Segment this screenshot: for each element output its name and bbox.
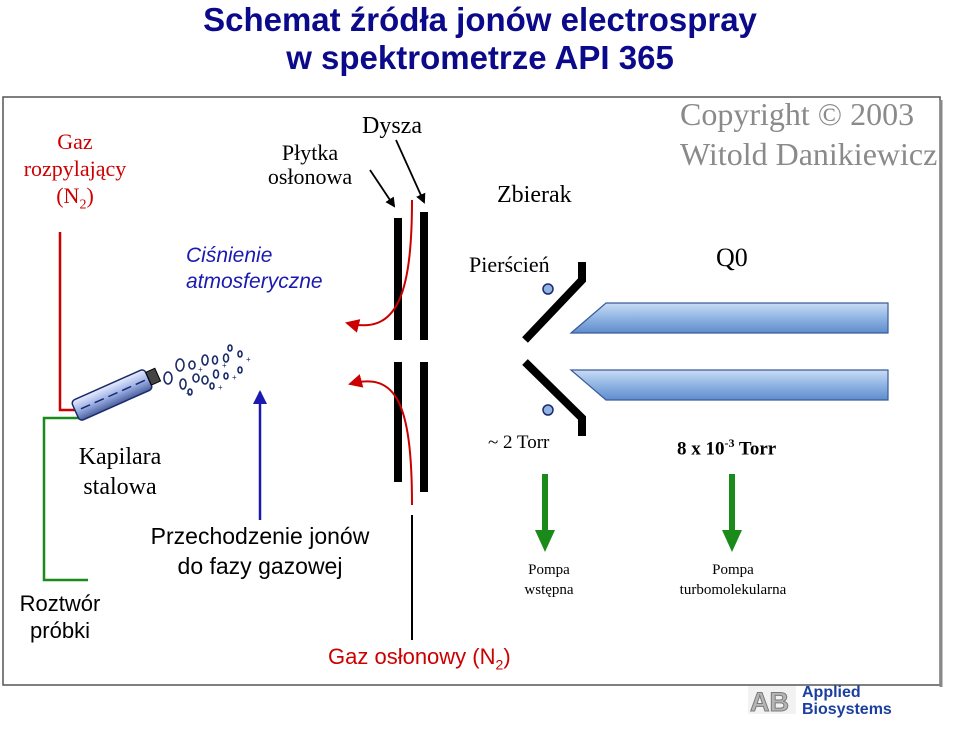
spray-droplets (163, 344, 243, 396)
atmospheric-pressure-label: Ciśnienie atmosferyczne (186, 243, 323, 295)
pressure-q0-torr: 8 x 10-3 Torr (677, 436, 777, 460)
pump-turbo-label: Pompa turbomolekularna (652, 560, 814, 600)
sample-solution-label: Roztwór próbki (5, 590, 115, 644)
q0-rod-lower (569, 369, 889, 401)
pump-turbo-arrowhead (722, 530, 742, 552)
logo-line-2: Biosystems (802, 701, 892, 718)
nozzle-label: Dysza (362, 113, 422, 139)
shield-plate-pointer (369, 169, 396, 208)
spray-ions: + + + + + + (186, 355, 251, 398)
pressure-2-torr: ~ 2 Torr (488, 432, 550, 453)
copyright-line-2: Witold Danikiewicz (680, 136, 938, 172)
copyright-line-1: Copyright © 2003 (680, 96, 915, 132)
atmospheric-pressure-line-2: atmosferyczne (186, 270, 323, 293)
pump-roughing-line-2: wstępna (524, 582, 574, 598)
nebulizer-gas-line-2: rozpylający (23, 156, 127, 181)
pump-roughing-label: Pompa wstępna (490, 560, 608, 600)
pump-roughing-line-1: Pompa (528, 562, 570, 578)
curtain-gas-flow-lower (348, 374, 413, 506)
nebulizer-gas-line-1: Gaz (57, 129, 93, 154)
ring-electrode-upper (542, 283, 554, 295)
sample-line (42, 416, 88, 582)
nebulizer-gas-line (58, 232, 85, 412)
skimmer-label: Zbierak (497, 182, 572, 208)
ab-logo-mark: AB (748, 686, 796, 718)
applied-biosystems-logo: Applied Biosystems (802, 684, 892, 718)
logo-line-1: Applied (802, 684, 861, 701)
shield-plate-line-2: osłonowa (267, 164, 353, 189)
capillary (71, 367, 162, 421)
curtain-gas-flow-upper (345, 199, 413, 333)
skimmer-upper (522, 262, 586, 343)
svg-text:+: + (186, 389, 191, 398)
sample-solution-line-1: Roztwór (19, 591, 101, 616)
svg-text:+: + (232, 373, 237, 382)
capillary-line-2: stalowa (83, 474, 157, 500)
ring-electrode-lower (542, 404, 554, 416)
q0-rod-upper (569, 302, 889, 334)
nebulizer-gas-label: Gaz rozpylający (N2) (0, 128, 150, 218)
pump-roughing-arrowhead (535, 530, 555, 552)
nozzle-pointer (395, 139, 426, 204)
shield-plate-line-1: Płytka (281, 140, 339, 165)
q0-label: Q0 (716, 243, 748, 272)
ion-transfer-line-1: Przechodzenie jonów (150, 523, 370, 549)
svg-text:+: + (218, 383, 223, 392)
skimmer-lower (522, 359, 586, 436)
svg-text:+: + (222, 361, 227, 370)
svg-text:+: + (198, 365, 203, 374)
ab-logo-letters: AB (750, 687, 789, 717)
sample-solution-line-2: próbki (30, 618, 90, 643)
svg-text:+: + (246, 355, 251, 364)
pump-turbo-line-1: Pompa (712, 562, 754, 578)
title-line-2: w spektrometrze API 365 (286, 39, 674, 76)
capillary-label: Kapilara stalowa (50, 442, 190, 502)
capillary-line-1: Kapilara (78, 444, 162, 470)
shield-plate-label: Płytka osłonowa (230, 141, 390, 189)
ion-transfer-label: Przechodzenie jonów do fazy gazowej (130, 521, 390, 581)
curtain-gas-label: Gaz osłonowy (N2) (328, 644, 511, 673)
ion-transfer-line-2: do fazy gazowej (177, 553, 343, 579)
pump-turbo-line-2: turbomolekularna (679, 582, 787, 598)
ring-label: Pierścień (469, 252, 550, 277)
atmospheric-pressure-line-1: Ciśnienie (186, 244, 273, 267)
nebulizer-gas-line-3: (N2) (56, 183, 94, 213)
title-line-1: Schemat źródła jonów electrospray (203, 1, 757, 38)
